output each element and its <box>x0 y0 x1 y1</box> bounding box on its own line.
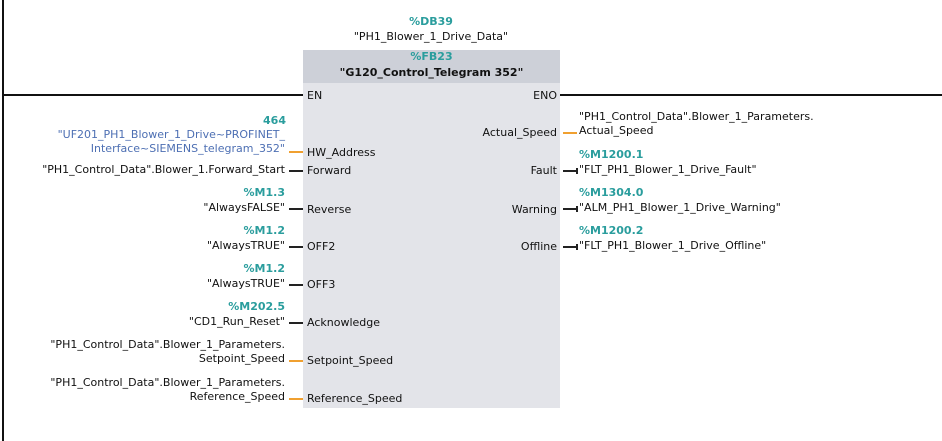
wire-end-warning <box>576 206 578 212</box>
pin-off3: OFF3 <box>307 278 336 291</box>
actual-speed-line1[interactable]: "PH1_Control_Data".Blower_1_Parameters. <box>579 110 814 123</box>
pin-warning: Warning <box>511 203 557 216</box>
wire-end-fault <box>576 168 578 174</box>
fault-address: %M1200.1 <box>579 148 644 161</box>
setpoint-line1[interactable]: "PH1_Control_Data".Blower_1_Parameters. <box>50 338 285 351</box>
offline-address: %M1200.2 <box>579 224 644 237</box>
power-line-en <box>2 94 303 96</box>
pin-offline: Offline <box>520 240 557 253</box>
block-header: %FB23 "G120_Control_Telegram 352" <box>303 50 560 83</box>
pin-en: EN <box>307 89 323 102</box>
off2-address: %M1.2 <box>243 224 285 237</box>
pin-hw-address: HW_Address <box>307 146 376 159</box>
wire-setpoint-speed <box>289 360 303 362</box>
off3-operand[interactable]: "AlwaysTRUE" <box>206 277 285 290</box>
pin-setpoint-speed: Setpoint_Speed <box>307 354 394 367</box>
power-rail <box>2 0 4 441</box>
block-name: "G120_Control_Telegram 352" <box>339 66 524 79</box>
instance-db-name[interactable]: "PH1_Blower_1_Drive_Data" <box>353 30 509 43</box>
wire-reverse <box>289 208 303 210</box>
hw-address-line1[interactable]: "UF201_PH1_Blower_1_Drive~PROFINET_ <box>57 128 285 141</box>
instance-db-address: %DB39 <box>409 15 453 28</box>
function-block[interactable]: %FB23 "G120_Control_Telegram 352" <box>303 50 560 408</box>
wire-forward <box>289 170 303 172</box>
wire-off2 <box>289 246 303 248</box>
fault-operand[interactable]: "FLT_PH1_Blower_1_Drive_Fault" <box>579 163 757 176</box>
offline-operand[interactable]: "FLT_PH1_Blower_1_Drive_Offline" <box>579 239 767 252</box>
reverse-address: %M1.3 <box>243 186 285 199</box>
wire-actual-speed <box>563 132 577 134</box>
pin-off2: OFF2 <box>307 240 336 253</box>
warning-address: %M1304.0 <box>579 186 644 199</box>
wire-reference-speed <box>289 398 303 400</box>
forward-operand[interactable]: "PH1_Control_Data".Blower_1.Forward_Star… <box>42 163 285 176</box>
actual-speed-line2[interactable]: Actual_Speed <box>579 124 654 137</box>
acknowledge-address: %M202.5 <box>228 300 285 313</box>
power-line-eno <box>560 94 942 96</box>
wire-acknowledge <box>289 322 303 324</box>
pin-acknowledge: Acknowledge <box>307 316 381 329</box>
pin-reverse: Reverse <box>307 203 352 216</box>
wire-end-offline <box>576 244 578 250</box>
pin-forward: Forward <box>307 164 352 177</box>
pin-eno: ENO <box>533 89 557 102</box>
wire-fault <box>563 170 577 172</box>
pin-actual-speed: Actual_Speed <box>482 126 557 139</box>
reverse-operand[interactable]: "AlwaysFALSE" <box>203 201 285 214</box>
wire-offline <box>563 246 577 248</box>
warning-operand[interactable]: "ALM_PH1_Blower_1_Drive_Warning" <box>579 201 781 214</box>
wire-off3 <box>289 284 303 286</box>
wire-warning <box>563 208 577 210</box>
wire-hw-address <box>289 151 303 153</box>
hw-address-line2[interactable]: Interface~SIEMENS_telegram_352" <box>90 142 285 155</box>
off2-operand[interactable]: "AlwaysTRUE" <box>206 239 285 252</box>
hw-address-value: 464 <box>263 114 286 127</box>
pin-reference-speed: Reference_Speed <box>307 392 403 405</box>
off3-address: %M1.2 <box>243 262 285 275</box>
setpoint-line2[interactable]: Setpoint_Speed <box>198 352 285 365</box>
reference-line1[interactable]: "PH1_Control_Data".Blower_1_Parameters. <box>50 376 285 389</box>
pin-fault: Fault <box>530 164 557 177</box>
reference-line2[interactable]: Reference_Speed <box>189 390 285 403</box>
block-address: %FB23 <box>410 50 453 63</box>
acknowledge-operand[interactable]: "CD1_Run_Reset" <box>188 315 285 328</box>
